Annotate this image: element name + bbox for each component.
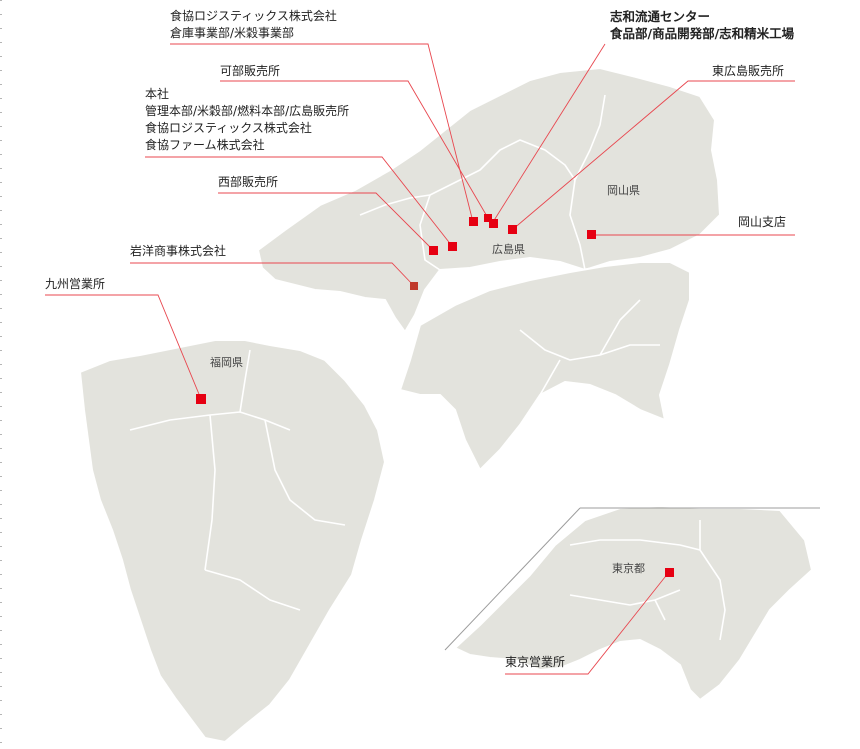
marker-okayama-shiten[interactable] bbox=[587, 230, 596, 239]
inset-divider-diagonal bbox=[444, 507, 581, 651]
marker-kabe[interactable] bbox=[484, 214, 492, 222]
label-line: 食協ロジスティックス株式会社 bbox=[145, 121, 312, 135]
hiroshima-border bbox=[419, 139, 576, 271]
leader-kabe bbox=[220, 80, 489, 219]
label-honsha[interactable]: 本社 管理本部/米穀部/燃料本部/広島販売所 食協ロジスティックス株式会社 食協… bbox=[145, 86, 349, 154]
label-ganyo[interactable]: 岩洋商事株式会社 bbox=[130, 243, 226, 260]
label-higashihiroshima[interactable]: 東広島販売所 bbox=[712, 63, 784, 80]
kyushu-border bbox=[129, 349, 346, 611]
marker-shiwa-center[interactable] bbox=[489, 219, 498, 228]
chugoku-landmass bbox=[257, 67, 721, 333]
leader-shokkyo-logistics-soko bbox=[170, 43, 474, 223]
marker-honsha[interactable] bbox=[448, 242, 457, 251]
label-line: 食品部/商品開発部/志和精米工場 bbox=[610, 26, 795, 41]
leader-honsha bbox=[145, 156, 453, 247]
label-line: 倉庫事業部/米穀事業部 bbox=[170, 26, 295, 40]
label-shiwa-center[interactable]: 志和流通センター 食品部/商品開発部/志和精米工場 bbox=[610, 8, 794, 42]
label-line: 志和流通センター bbox=[610, 9, 711, 24]
label-kyushu[interactable]: 九州営業所 bbox=[45, 276, 105, 293]
pref-label-hiroshima: 広島県 bbox=[492, 243, 525, 256]
label-tokyo[interactable]: 東京営業所 bbox=[505, 654, 565, 671]
marker-higashihiroshima[interactable] bbox=[508, 225, 517, 234]
pref-label-okayama: 岡山県 bbox=[607, 184, 640, 197]
left-edge-dotted-rule bbox=[0, 0, 2, 749]
shimane-border bbox=[359, 194, 431, 216]
label-line: 東京営業所 bbox=[505, 655, 566, 669]
pref-label-fukuoka: 福岡県 bbox=[210, 356, 243, 369]
label-line: 岡山支店 bbox=[738, 215, 787, 229]
kanto-landmass bbox=[454, 505, 813, 701]
leader-higashihiroshima bbox=[511, 80, 795, 231]
leader-shiwa-center bbox=[492, 43, 606, 223]
marker-ganyo[interactable] bbox=[410, 282, 418, 290]
marker-shokkyo-logistics-soko[interactable] bbox=[469, 217, 478, 226]
label-okayama-shiten[interactable]: 岡山支店 bbox=[738, 214, 786, 231]
label-line: 管理本部/米穀部/燃料本部/広島販売所 bbox=[145, 104, 350, 118]
label-line: 西部販売所 bbox=[218, 175, 279, 189]
okayama-border bbox=[569, 94, 606, 271]
label-line: 食協ロジスティックス株式会社 bbox=[170, 9, 337, 23]
marker-tokyo[interactable] bbox=[665, 568, 674, 577]
label-line: 可部販売所 bbox=[220, 64, 281, 78]
kyushu-landmass bbox=[79, 339, 386, 743]
label-shokkyo-logistics-soko[interactable]: 食協ロジスティックス株式会社 倉庫事業部/米穀事業部 bbox=[170, 8, 337, 42]
leader-kyushu bbox=[45, 294, 202, 400]
shikoku-border bbox=[519, 299, 660, 396]
leader-ganyo bbox=[130, 262, 415, 287]
kanto-border bbox=[569, 520, 726, 641]
leader-seibu bbox=[218, 192, 434, 251]
marker-seibu[interactable] bbox=[429, 246, 438, 255]
marker-kyushu[interactable] bbox=[196, 394, 206, 404]
label-line: 東広島販売所 bbox=[712, 64, 785, 78]
label-line: 食協ファーム株式会社 bbox=[145, 138, 265, 152]
label-line: 九州営業所 bbox=[45, 277, 106, 291]
label-kabe[interactable]: 可部販売所 bbox=[220, 63, 280, 80]
shikoku-landmass bbox=[399, 261, 691, 471]
pref-label-tokyo: 東京都 bbox=[612, 562, 645, 575]
label-line: 岩洋商事株式会社 bbox=[130, 244, 227, 258]
label-seibu[interactable]: 西部販売所 bbox=[218, 174, 278, 191]
leader-tokyo bbox=[505, 571, 670, 675]
label-line: 本社 bbox=[145, 87, 170, 101]
